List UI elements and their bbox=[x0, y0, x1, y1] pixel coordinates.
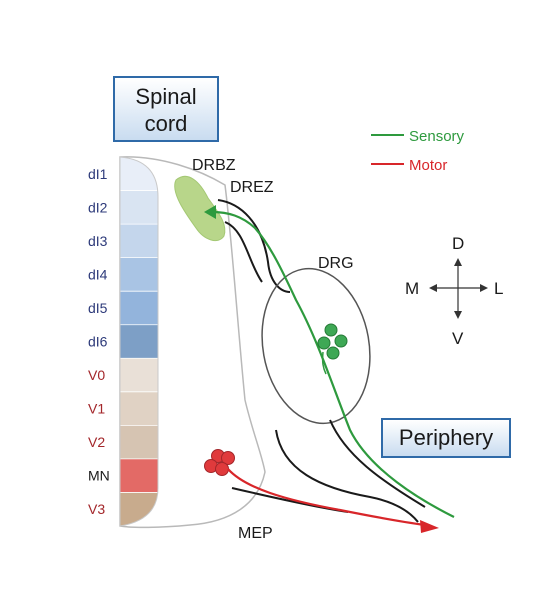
compass-medial: M bbox=[405, 279, 419, 298]
label-drbz: DRBZ bbox=[192, 157, 236, 174]
periphery-title-box: Periphery bbox=[381, 418, 511, 458]
label-drez: DREZ bbox=[230, 179, 274, 196]
domain-label-v2: V2 bbox=[88, 434, 105, 450]
domain-label-mn: MN bbox=[88, 468, 110, 484]
drg-ganglion bbox=[261, 267, 371, 425]
motor-neuron-cluster bbox=[204, 449, 235, 476]
domain-label-v0: V0 bbox=[88, 367, 105, 383]
legend-motor-label: Motor bbox=[409, 157, 447, 174]
peripheral-nerve-upper bbox=[329, 419, 426, 508]
compass-lateral: L bbox=[494, 279, 503, 298]
domain-label-v3: V3 bbox=[88, 501, 105, 517]
domain-label-v1: V1 bbox=[88, 401, 105, 417]
domain-label-di3: dI3 bbox=[88, 233, 108, 249]
sensory-neuron-process bbox=[321, 351, 327, 375]
compass-dorsal: D bbox=[452, 234, 464, 253]
peripheral-nerve-lower bbox=[275, 429, 419, 523]
domain-label-di2: dI2 bbox=[88, 199, 108, 215]
legend-sensory-label: Sensory bbox=[409, 128, 465, 145]
domain-band-di5 bbox=[120, 291, 158, 326]
sensory-axon bbox=[211, 210, 455, 518]
motor-axon bbox=[227, 468, 426, 527]
drbz-region bbox=[174, 175, 226, 242]
domain-band-di3 bbox=[120, 224, 158, 259]
domain-label-di1: dI1 bbox=[88, 166, 108, 182]
sensory-arrowhead bbox=[204, 205, 216, 219]
domain-label-di4: dI4 bbox=[88, 266, 108, 282]
domain-band-di4 bbox=[120, 257, 158, 292]
domain-label-di6: dI6 bbox=[88, 334, 108, 350]
domain-band-v2 bbox=[120, 425, 158, 460]
domain-band-v1 bbox=[120, 391, 158, 426]
domain-column-outline bbox=[119, 156, 159, 527]
spinal-cord-title-line2: cord bbox=[144, 111, 188, 136]
dorsal-root-lower bbox=[224, 221, 263, 283]
orientation-compass bbox=[429, 258, 488, 319]
label-drg: DRG bbox=[318, 255, 354, 272]
spinal-cord-title-line1: Spinal bbox=[135, 84, 197, 109]
motor-arrowhead bbox=[420, 520, 439, 533]
sensory-neuron-cluster bbox=[317, 323, 348, 360]
domain-band-mn bbox=[120, 458, 158, 493]
domain-label-di5: dI5 bbox=[88, 300, 108, 316]
compass-ventral: V bbox=[452, 329, 464, 348]
progenitor-domain-column bbox=[120, 157, 158, 526]
label-mep: MEP bbox=[238, 525, 273, 542]
dorsal-root-upper bbox=[217, 199, 291, 293]
domain-band-v0 bbox=[120, 358, 158, 393]
spinal-cord-outline bbox=[119, 156, 266, 529]
domain-band-di6 bbox=[120, 324, 158, 359]
spinal-cord-title-box: Spinal cord bbox=[113, 76, 219, 142]
domain-band-di2 bbox=[120, 190, 158, 225]
